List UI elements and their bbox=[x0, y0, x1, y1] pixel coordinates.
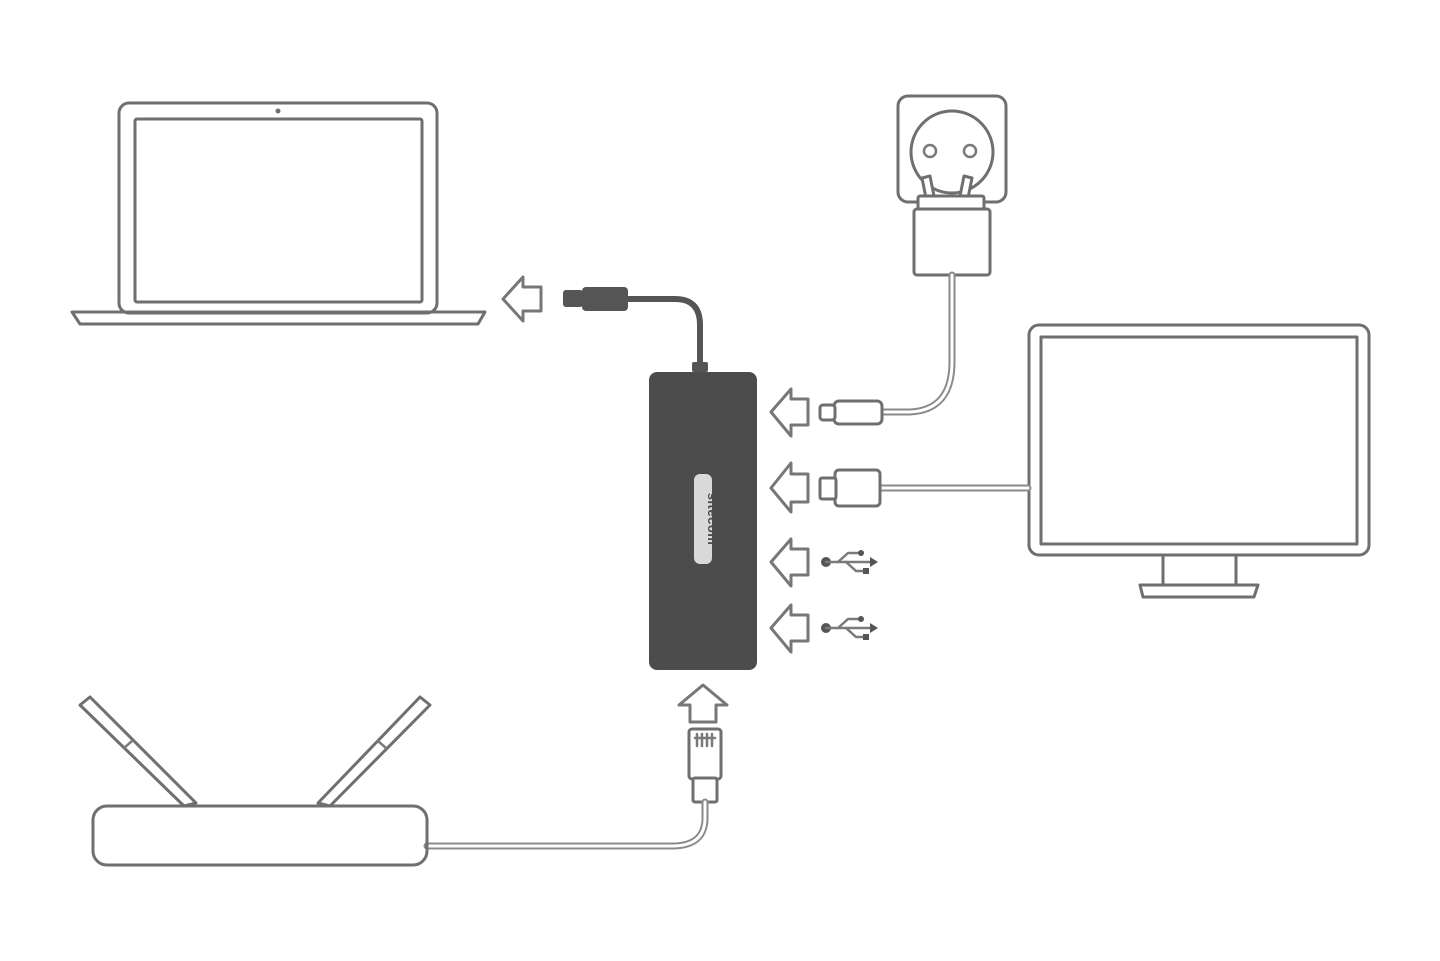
arrow-hdmi-icon bbox=[769, 461, 810, 514]
power-adapter-icon bbox=[912, 174, 992, 277]
arrow-ethernet-icon bbox=[677, 683, 729, 724]
arrow-to-laptop-icon bbox=[501, 275, 543, 323]
usb-c-upstream-cable bbox=[563, 287, 708, 372]
ethernet-cable bbox=[423, 798, 709, 850]
arrow-power-icon bbox=[769, 387, 810, 438]
usb-symbol-icon bbox=[821, 550, 878, 574]
monitor-icon bbox=[1027, 323, 1371, 599]
rj45-plug-icon bbox=[687, 727, 723, 804]
arrow-usb-2-icon bbox=[769, 603, 810, 654]
hub-brand-label: sitecom bbox=[705, 493, 720, 546]
power-socket-icon bbox=[896, 94, 1008, 204]
arrow-usb-1-icon bbox=[769, 537, 810, 588]
usb-c-hub: sitecom bbox=[649, 372, 757, 670]
laptop-icon bbox=[70, 101, 487, 326]
usb-symbol-icon bbox=[821, 616, 878, 640]
power-cable bbox=[818, 271, 956, 426]
hdmi-cable bbox=[818, 468, 1032, 508]
router-icon bbox=[78, 695, 432, 867]
